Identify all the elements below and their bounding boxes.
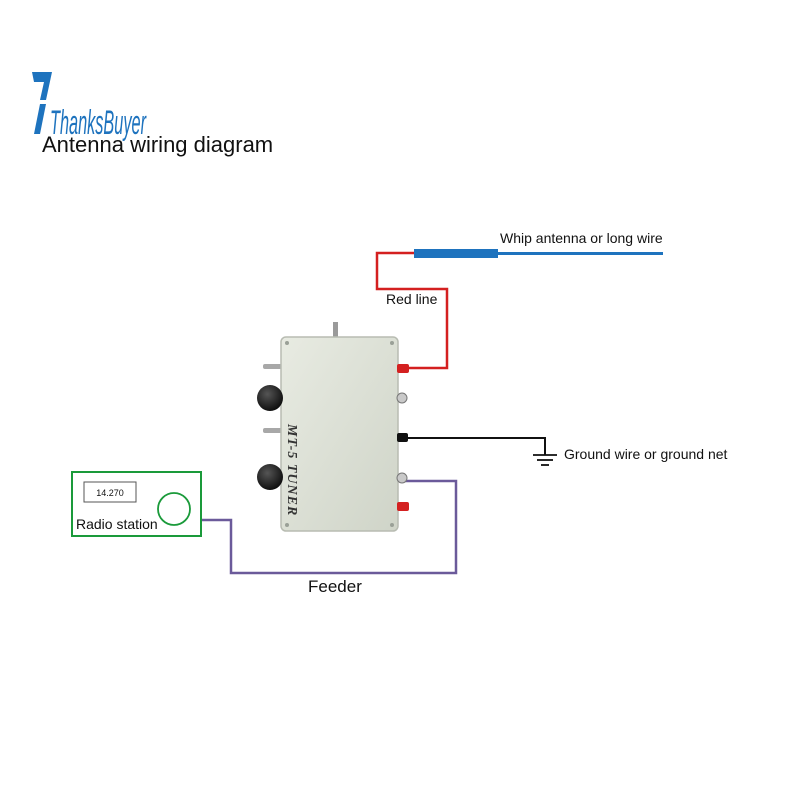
connector-upper <box>396 392 408 404</box>
connector-lower <box>396 472 408 484</box>
red-terminal-top <box>397 364 409 373</box>
logo-mark-icon <box>32 72 52 134</box>
feeder-wire <box>201 479 458 575</box>
red-terminal-bottom <box>397 502 409 511</box>
tuning-knob-lower-icon <box>257 464 283 490</box>
ground-symbol-icon <box>533 454 557 466</box>
whip-antenna-label: Whip antenna or long wire <box>500 230 663 246</box>
whip-antenna <box>414 249 663 258</box>
tuner-label: MT-5 TUNER <box>284 423 299 516</box>
radio-station: 14.270 Radio station <box>71 471 202 537</box>
antenna-coil <box>414 249 498 258</box>
tuner-device: MT-5 TUNER <box>257 322 409 532</box>
toggle-switch-upper <box>263 364 283 369</box>
feeder-label: Feeder <box>308 577 362 596</box>
tuning-knob-upper-icon <box>257 385 283 411</box>
brand-logo: ThanksBuyer <box>32 72 147 142</box>
toggle-switch-lower <box>263 428 283 433</box>
red-line-label: Red line <box>386 291 438 307</box>
ground-label: Ground wire or ground net <box>564 446 728 462</box>
brand-name: ThanksBuyer <box>50 104 147 142</box>
radio-station-label: Radio station <box>76 516 158 532</box>
frequency-display <box>83 481 137 503</box>
red-line-wire <box>375 251 449 370</box>
frequency-readout: 14.270 <box>96 488 124 498</box>
tuner-top-post <box>333 322 338 339</box>
black-terminal <box>397 433 408 442</box>
ground-wire <box>405 437 546 455</box>
page-title: Antenna wiring diagram <box>42 132 273 157</box>
tuning-dial-icon <box>157 492 191 526</box>
